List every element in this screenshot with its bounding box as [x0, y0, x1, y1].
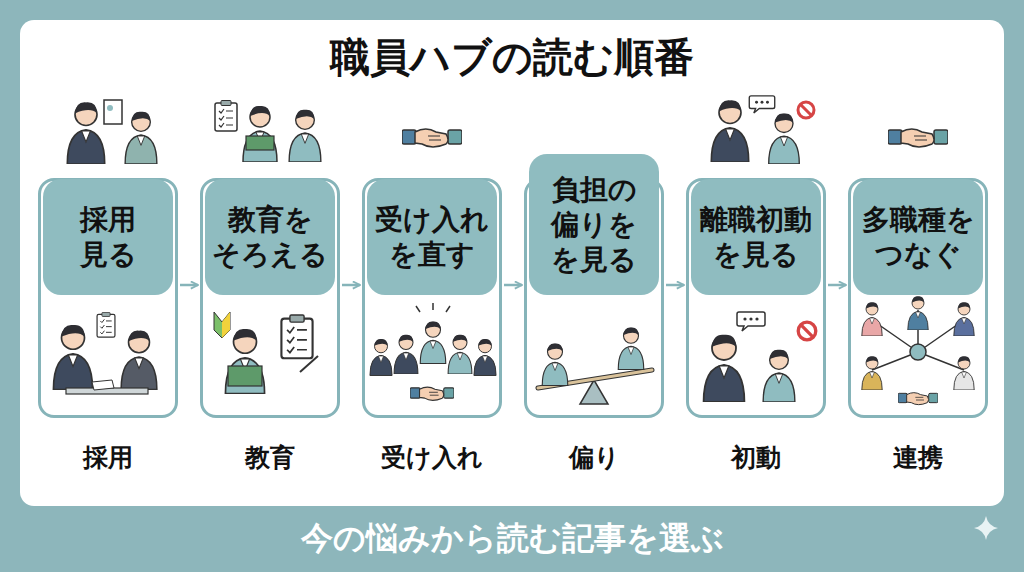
- illustration-part: [749, 96, 774, 113]
- illustration-part: [798, 322, 816, 340]
- illustration-part: [798, 102, 814, 118]
- step-label: 採用: [31, 441, 185, 474]
- illustration-part: [92, 380, 114, 390]
- illustration-part: [104, 100, 122, 124]
- illustration-part: [125, 112, 157, 164]
- illustration-part: [862, 356, 882, 390]
- step-header-text: 教育を そろえる: [212, 202, 328, 272]
- illustration-part: [862, 302, 882, 336]
- caption-band-text: 今の悩みから読む記事を選ぶ: [0, 510, 1024, 568]
- illustration-part: [908, 296, 928, 330]
- step-header: 離職初動 を見る: [691, 179, 821, 295]
- flow-arrow: [180, 284, 198, 287]
- conversation-scene: [704, 312, 816, 402]
- illustration-part: [300, 356, 318, 372]
- interview-scene: [53, 312, 156, 394]
- study-scene: [214, 312, 318, 394]
- illustration-part: [402, 129, 462, 147]
- illustration-part: [289, 110, 321, 162]
- welcome-scene: [370, 303, 496, 400]
- illustration-part: [53, 325, 92, 389]
- step-header: 負担の 偏りを を見る: [529, 154, 659, 295]
- step-header: 教育を そろえる: [205, 179, 335, 295]
- illustration-part: [704, 335, 745, 402]
- illustration-part: [67, 102, 104, 164]
- illustration-part: [246, 136, 274, 150]
- step-header-text: 採用 見る: [50, 202, 166, 272]
- illustration-part: [711, 100, 748, 162]
- handshake-icon: [888, 129, 948, 147]
- handshake-icon: [402, 129, 462, 147]
- step-header-text: 負担の 偏りを を見る: [536, 172, 652, 277]
- network-scene: [862, 296, 974, 404]
- education-icon: [215, 101, 321, 163]
- step-header: 受け入れ を直す: [367, 179, 497, 295]
- illustration-part: [420, 321, 446, 363]
- illustration-part: [394, 335, 418, 374]
- illustration-part: [888, 129, 948, 147]
- illustration-part: [542, 343, 568, 385]
- illustration-part: [215, 101, 237, 132]
- flow-arrow: [504, 284, 522, 287]
- illustration-part: [222, 312, 230, 338]
- title: 職員ハブの読む順番: [0, 30, 1024, 85]
- illustration-part: [410, 387, 454, 400]
- step-card: 受け入れ受け入れ を直す: [362, 178, 502, 418]
- illustration-part: [107, 105, 113, 111]
- step-card: 教育教育を そろえる: [200, 178, 340, 418]
- illustration-part: [97, 312, 115, 337]
- illustration-part: [243, 106, 277, 162]
- flow-arrow: [666, 284, 684, 287]
- step-header: 多職種を つなぐ: [853, 179, 983, 295]
- illustration-part: [763, 350, 795, 402]
- turnover-icon: [711, 96, 814, 164]
- flow-arrow: [828, 284, 846, 287]
- seesaw-scene: [538, 327, 652, 404]
- step-header: 採用 見る: [43, 179, 173, 295]
- recruit-icon: [67, 100, 157, 164]
- illustration-part: [416, 303, 450, 312]
- illustration-part: [225, 329, 264, 393]
- illustration-part: [281, 315, 312, 358]
- sparkle: [974, 516, 998, 540]
- illustration-part: [580, 380, 608, 404]
- illustration-part: [474, 339, 496, 375]
- illustration-part: [910, 344, 926, 360]
- illustration-part: [737, 312, 765, 331]
- flow-arrow: [342, 284, 360, 287]
- step-header-text: 多職種を つなぐ: [860, 202, 976, 272]
- illustration-part: [370, 339, 392, 375]
- step-label: 連携: [841, 441, 995, 474]
- step-card: 連携多職種を つなぐ: [848, 178, 988, 418]
- illustration-part: [121, 331, 157, 390]
- step-label: 偏り: [517, 441, 671, 474]
- step-card: 偏り負担の 偏りを を見る: [524, 178, 664, 418]
- illustration-part: [214, 312, 230, 338]
- illustration-part: [228, 366, 262, 386]
- illustration-part: [954, 356, 974, 390]
- step-card: 採用採用 見る: [38, 178, 178, 418]
- step-label: 受け入れ: [355, 441, 509, 474]
- illustration-part: [618, 327, 644, 369]
- step-label: 初動: [679, 441, 833, 474]
- step-label: 教育: [193, 441, 347, 474]
- illustration-part: [898, 393, 938, 405]
- step-card: 初動離職初動 を見る: [686, 178, 826, 418]
- illustration-part: [448, 335, 472, 374]
- illustration-part: [769, 114, 800, 164]
- step-header-text: 離職初動 を見る: [698, 202, 814, 272]
- step-header-text: 受け入れ を直す: [374, 202, 490, 272]
- illustration-part: [954, 302, 974, 336]
